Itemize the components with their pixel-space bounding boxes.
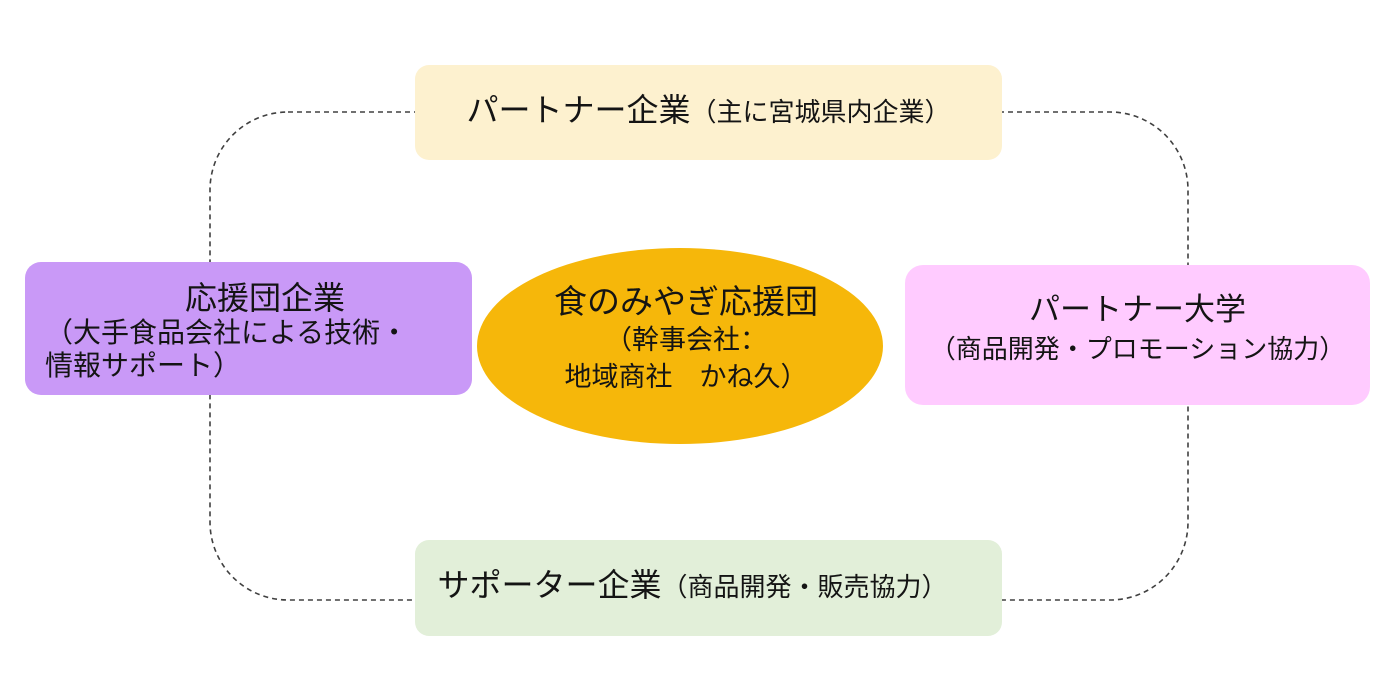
partner-company-label: パートナー企業（主に宮城県内企業） (415, 65, 1002, 160)
partner-university-note: （商品開発・プロモーション協力） (929, 335, 1346, 365)
supporter-company-box (415, 540, 1002, 636)
core-support-group-ellipse (477, 248, 883, 444)
partner-company-note: （主に宮城県内企業） (690, 97, 951, 128)
supporter-company-title: サポーター企業 (437, 566, 662, 604)
partner-university-box (905, 265, 1370, 405)
supporter-company-label: サポーター企業（商品開発・販売協力） (415, 540, 970, 636)
partner-university-title: パートナー大学 (1029, 292, 1246, 328)
support-company-note-line2: 情報サポート） (45, 349, 242, 382)
supporter-company-note: （商品開発・販売協力） (661, 573, 948, 603)
support-company-note-line1: （大手食品会社による技術・ (45, 316, 409, 349)
support-company-title: 応援団企業 (185, 279, 346, 317)
core-support-group-title: 食のみやぎ応援団 (554, 282, 818, 321)
core-support-group-note-line2: 地域商社 かね久） (564, 362, 808, 393)
partner-company-box (415, 65, 1002, 160)
supporter-company-line: サポーター企業（商品開発・販売協力） (437, 565, 947, 611)
core-support-group-note-line1: （幹事会社： (605, 325, 767, 356)
partner-company-title: パートナー企業 (466, 90, 691, 129)
support-company-box (25, 262, 472, 395)
partner-company-line: パートナー企業（主に宮城県内企業） (466, 90, 950, 136)
